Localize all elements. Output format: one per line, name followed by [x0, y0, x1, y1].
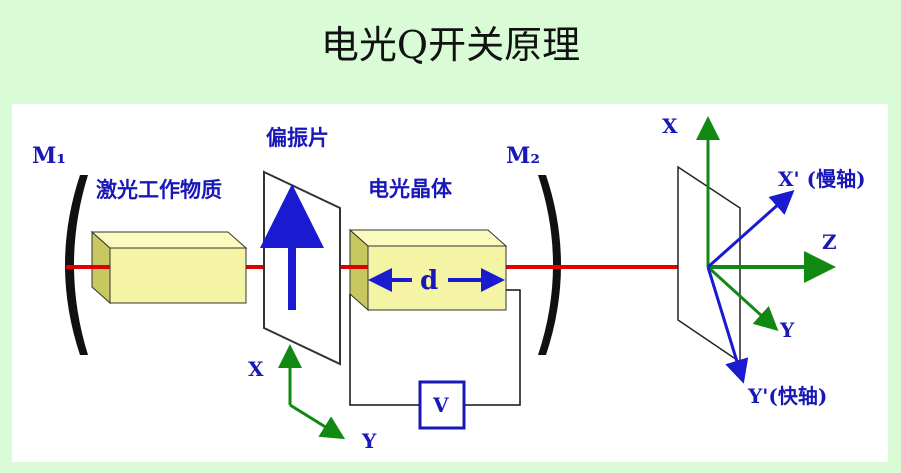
label-eo-crystal: 电光晶体: [368, 176, 453, 201]
label-pol-y: Y: [361, 429, 377, 453]
laser-medium-block: [90, 230, 248, 305]
pol-axis-y-arrow: [289, 403, 346, 440]
label-axis-y: Y: [779, 318, 795, 342]
label-m1: M₁: [32, 143, 66, 169]
voltage-circuit-wire: [349, 294, 420, 406]
label-axis-x: X: [662, 114, 678, 138]
label-axis-y-prime: Y'(快轴): [747, 384, 827, 408]
label-m2: M₂: [506, 143, 540, 169]
label-axis-z: Z: [822, 230, 837, 254]
label-polarizer: 偏振片: [266, 125, 329, 150]
axis-x-prime-arrow: [707, 190, 795, 269]
label-pol-x: X: [248, 357, 264, 381]
voltage-circuit-wire-right: [464, 289, 521, 406]
polarizer-plate: [263, 170, 341, 366]
label-axis-x-prime: X' (慢轴): [778, 167, 866, 191]
label-laser-medium: 激光工作物质: [96, 177, 222, 202]
mirror-m2: [538, 175, 561, 355]
label-d: d: [420, 266, 438, 296]
page-title: 电光Q开关原理: [320, 23, 581, 67]
label-v: V: [432, 393, 449, 417]
axis-y-arrow: [706, 265, 779, 332]
voltage-source-box: [418, 380, 466, 430]
axis-y-prime-arrow: [706, 266, 749, 384]
mirror-m1: [65, 175, 88, 355]
